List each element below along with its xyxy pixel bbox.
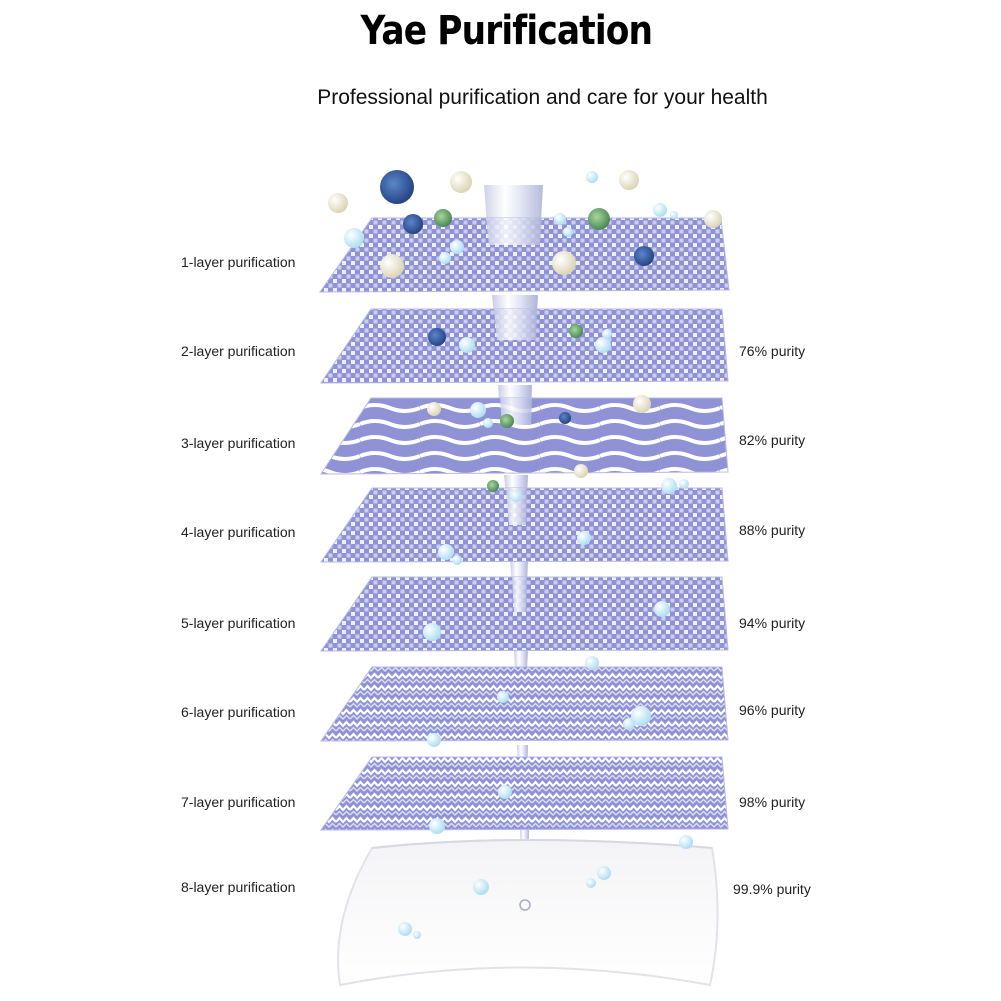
layer-sheet-8-pad xyxy=(337,839,719,987)
layer-label-4: 4-layer purification xyxy=(181,524,296,540)
purity-label-8: 99.9% purity xyxy=(733,881,811,897)
water-stream-front xyxy=(486,218,542,911)
purity-label-2: 76% purity xyxy=(739,343,806,359)
layer-label-7: 7-layer purification xyxy=(181,794,296,810)
purity-label-5: 94% purity xyxy=(739,615,806,631)
purity-label-6: 96% purity xyxy=(739,702,806,718)
layer-sheet-7 xyxy=(320,756,729,831)
layer-label-3: 3-layer purification xyxy=(181,435,296,451)
contaminant-particles xyxy=(328,170,722,492)
layer-label-5: 5-layer purification xyxy=(181,615,296,631)
layer-sheet-5 xyxy=(320,576,729,652)
layer-sheet-2 xyxy=(320,308,729,384)
layer-sheet-3 xyxy=(320,397,729,475)
layer-label-1: 1-layer purification xyxy=(181,254,296,270)
page-subtitle: Professional purification and care for y… xyxy=(317,86,768,109)
purity-label-7: 98% purity xyxy=(739,794,806,810)
water-bubbles xyxy=(344,171,693,939)
page-title: Yae Purification xyxy=(360,8,653,54)
layer-label-8: 8-layer purification xyxy=(181,879,296,895)
purity-label-3: 82% purity xyxy=(739,432,806,448)
layer-sheet-6 xyxy=(320,666,729,742)
layer-label-6: 6-layer purification xyxy=(181,704,296,720)
purity-label-4: 88% purity xyxy=(739,522,806,538)
layer-label-2: 2-layer purification xyxy=(181,343,296,359)
